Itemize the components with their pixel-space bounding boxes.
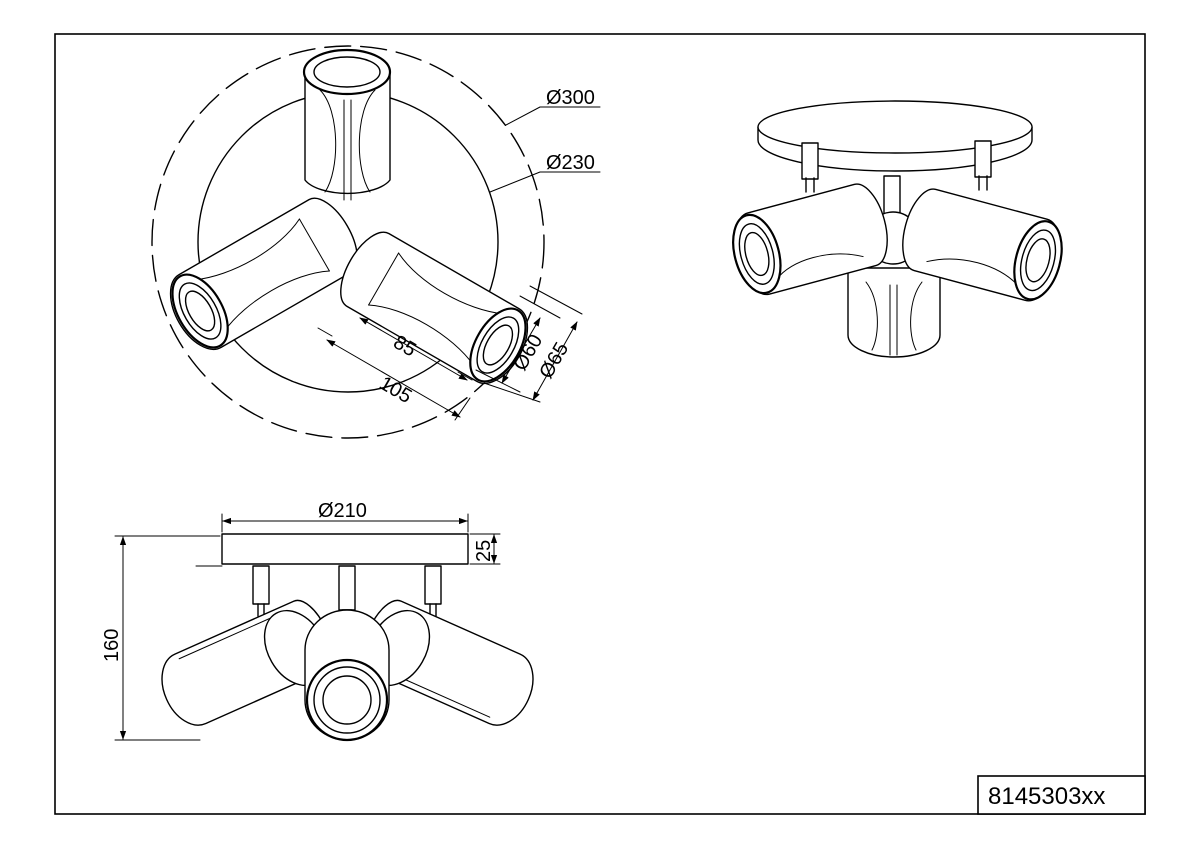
part-number: 8145303xx — [988, 783, 1105, 810]
spot-head-left — [157, 188, 370, 361]
iso-head-left — [732, 183, 888, 296]
top-view: Ø300 Ø230 85 105 Ø60 Ø65 — [151, 45, 601, 439]
dim-outer-diameter: Ø300 — [546, 87, 595, 109]
dim-arm-length: 105 — [376, 372, 416, 408]
spot-head-right — [328, 222, 541, 395]
dim-canopy-diameter-side: Ø210 — [318, 500, 367, 522]
dim-canopy-height: 25 — [473, 540, 495, 562]
drawing-frame — [54, 33, 1146, 815]
dim-canopy-diameter-top: Ø230 — [546, 152, 595, 174]
spot-head-top — [302, 48, 392, 201]
iso-head-right — [902, 188, 1063, 302]
side-head-front — [304, 609, 390, 742]
iso-head-rear — [847, 267, 941, 358]
dim-total-height: 160 — [101, 629, 123, 662]
part-number-box: 8145303xx — [977, 775, 1146, 815]
isometric-view — [732, 100, 1063, 358]
side-view: Ø210 25 160 — [101, 500, 534, 742]
outer-dashed-circle — [151, 45, 545, 439]
